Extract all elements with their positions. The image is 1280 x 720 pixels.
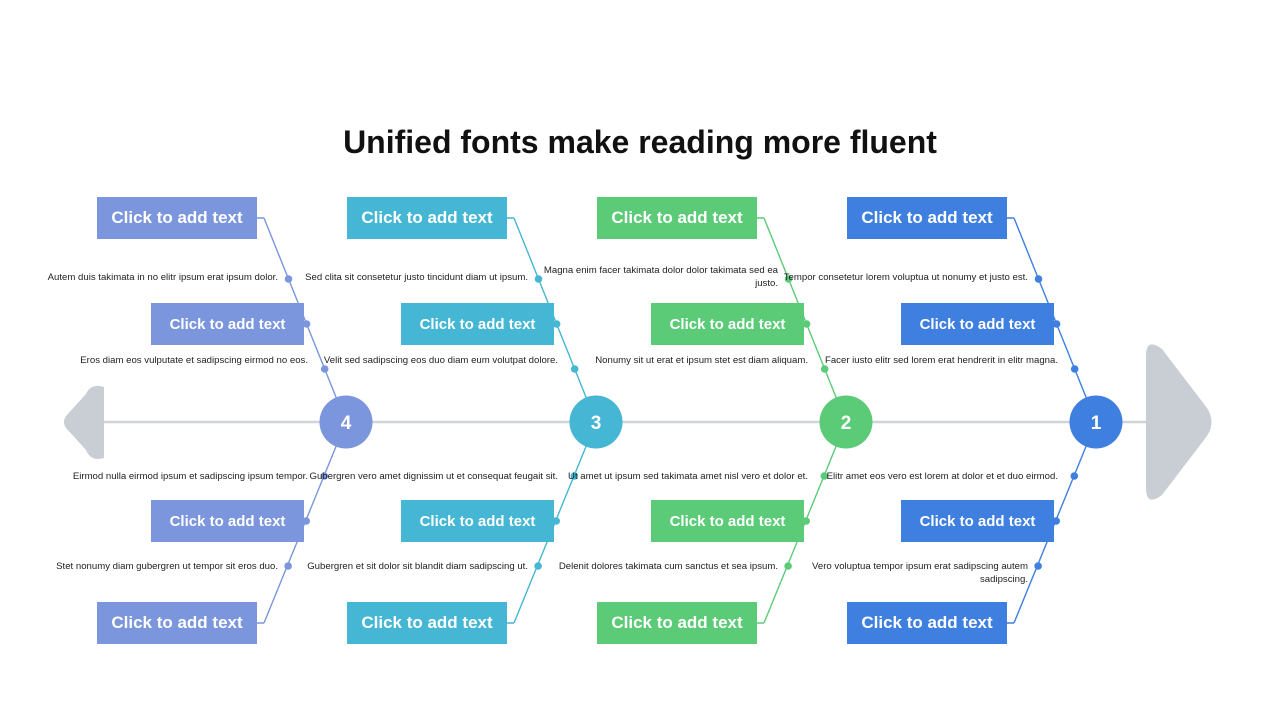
bone-4-dot-3 (320, 365, 329, 373)
bone-1-top-note-1: Tempor consetetur lorem voluptua ut nonu… (783, 271, 1028, 283)
bone-3-bottom-note-1: Gubergren vero amet dignissim ut et cons… (309, 471, 558, 482)
bone-4-dot-4 (320, 472, 329, 480)
bone-3-dot-3 (570, 365, 579, 373)
bone-2-dot-3 (820, 365, 829, 373)
bone-2-dot-2 (802, 320, 811, 328)
bone-4-dot-2 (302, 320, 311, 328)
hub-2-circle (819, 395, 873, 449)
bone-4-top-note-2: Eros diam eos vulputate et sadipscing ei… (80, 355, 308, 366)
bone-1-top-note-2: Facer iusto elitr sed lorem erat hendrer… (824, 355, 1058, 366)
bone-3-top-note-2: Velit sed sadipscing eos duo diam eum vo… (323, 355, 558, 366)
bone-3-dot-5 (552, 517, 561, 525)
bone-1-upper (1013, 217, 1097, 423)
bone-3-dot-2 (552, 320, 561, 328)
bone-2-bottom-mid-box[interactable]: Click to add text (651, 500, 804, 542)
bone-3-bottom-note-2: Gubergren et sit dolor sit blandit diam … (307, 561, 528, 572)
hub-2-number: 2 (841, 413, 852, 434)
bone-4-top-mid-box[interactable]: Click to add text (151, 303, 304, 345)
bone-3-dot-4 (570, 472, 579, 480)
bone-4-bottom-mid-box[interactable]: Click to add text (151, 500, 304, 542)
bone-4-top-note-1: Autem duis takimata in no elitr ipsum er… (47, 271, 278, 283)
bone-2-bottom-note-1: Ut amet ut ipsum sed takimata amet nisl … (568, 471, 808, 482)
bone-2-dot-1 (784, 275, 793, 283)
bone-4-bottom-note-2: Stet nonumy diam gubergren ut tempor sit… (56, 561, 278, 572)
bone-1-bottom-title-box[interactable]: Click to add text (847, 602, 1007, 644)
hub-1-circle (1069, 395, 1123, 449)
page-title: Unified fonts make reading more fluent (343, 124, 937, 160)
bone-4-bottom-title-box[interactable]: Click to add text (97, 602, 257, 644)
bone-2-top-title-box[interactable]: Click to add text (597, 197, 757, 239)
bone-1-bottom-note-1: Elitr amet eos vero est lorem at dolor e… (826, 471, 1058, 482)
bone-1-dot-4 (1070, 472, 1079, 480)
hub-4-circle (319, 395, 373, 449)
hub-1-number: 1 (1091, 413, 1102, 434)
bone-4-dot-5 (302, 517, 311, 525)
bone-3-dot-6 (534, 562, 542, 570)
tail-arrow (64, 385, 104, 459)
bone-2-top-note-1: Magna enim facer takimata dolor dolor ta… (543, 265, 778, 289)
bone-4-dot-1 (284, 275, 293, 283)
bone-3-top-title-box[interactable]: Click to add text (347, 197, 507, 239)
bone-1-dot-5 (1052, 517, 1061, 525)
bone-4-top-title-box[interactable]: Click to add text (97, 197, 257, 239)
hub-3-circle (569, 395, 623, 449)
bone-2-bottom-title-box[interactable]: Click to add text (597, 602, 757, 644)
hub-3-number: 3 (591, 413, 602, 434)
bone-2-top-note-2: Nonumy sit ut erat et ipsum stet est dia… (595, 355, 808, 366)
bone-2-dot-4 (820, 472, 829, 480)
bone-3-top-mid-box[interactable]: Click to add text (401, 303, 554, 345)
bone-4-bottom-note-1: Eirmod nulla eirmod ipsum et sadipscing … (72, 471, 308, 482)
bone-2-bottom-note-2: Delenit dolores takimata cum sanctus et … (558, 561, 778, 572)
bone-2-top-mid-box[interactable]: Click to add text (651, 303, 804, 345)
bone-3-top-note-1: Sed clita sit consetetur justo tincidunt… (305, 271, 528, 283)
bone-2-dot-5 (802, 517, 811, 525)
bone-3-bottom-mid-box[interactable]: Click to add text (401, 500, 554, 542)
hub-4-number: 4 (341, 413, 352, 434)
bone-1-dot-1 (1034, 275, 1043, 283)
bone-1-bottom-note-2: Vero voluptua tempor ipsum erat sadipsci… (812, 561, 1028, 585)
bone-2-dot-6 (784, 562, 792, 570)
bone-3-dot-1 (534, 275, 543, 283)
head-arrow (1146, 344, 1212, 500)
bone-1-dot-2 (1052, 320, 1061, 328)
bone-1-dot-3 (1070, 365, 1079, 373)
bone-3-upper (513, 217, 597, 423)
bone-1-top-mid-box[interactable]: Click to add text (901, 303, 1054, 345)
bone-1-bottom-mid-box[interactable]: Click to add text (901, 500, 1054, 542)
bone-4-dot-6 (284, 562, 292, 570)
bone-1-dot-6 (1034, 562, 1042, 570)
bone-4-upper (263, 217, 347, 423)
bone-1-top-title-box[interactable]: Click to add text (847, 197, 1007, 239)
bone-3-bottom-title-box[interactable]: Click to add text (347, 602, 507, 644)
bone-2-upper (763, 217, 847, 423)
